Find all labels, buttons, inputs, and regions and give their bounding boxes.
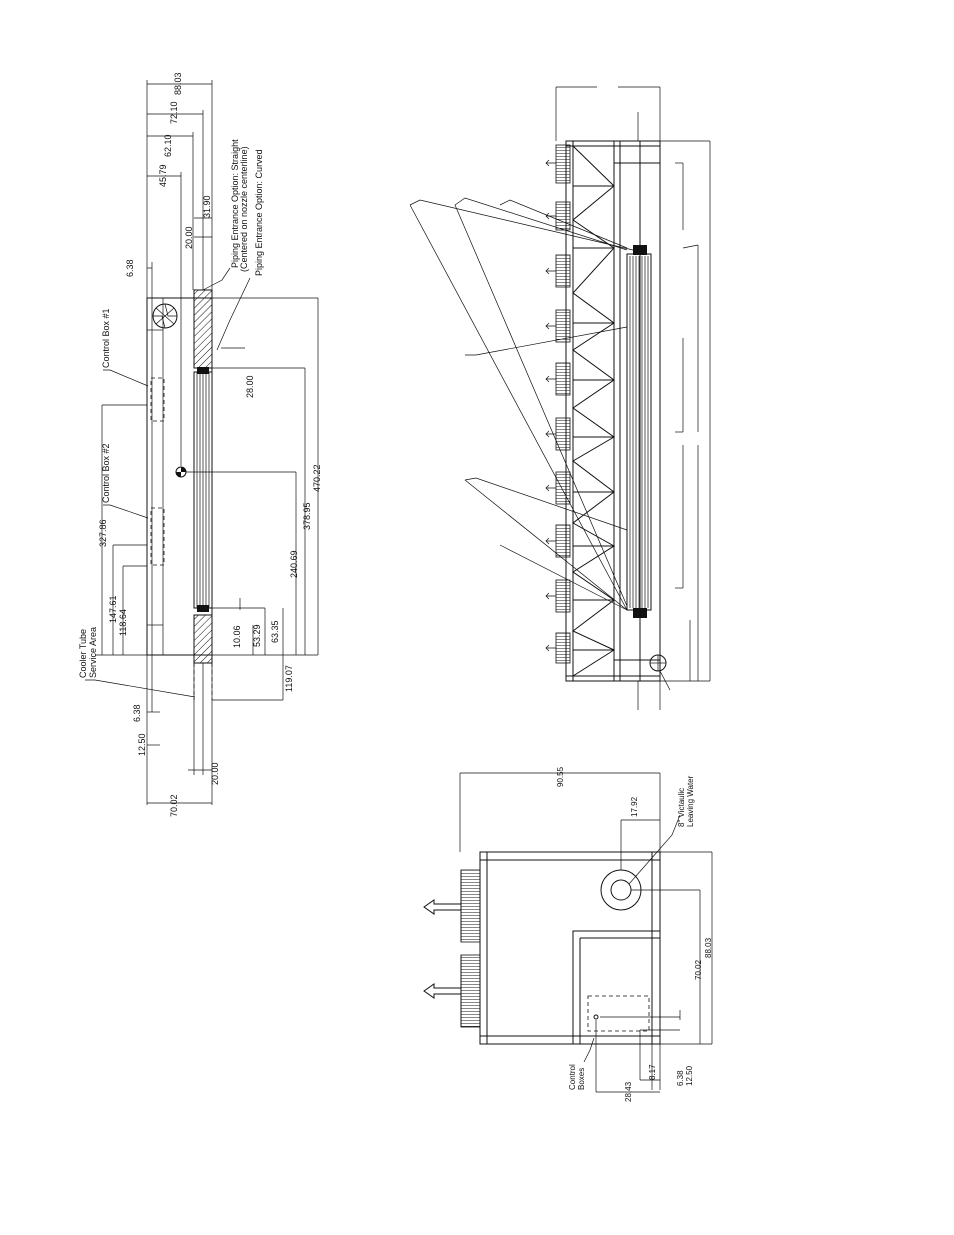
end-label-victaulic-line2: Leaving Water	[686, 775, 695, 827]
label-piping-curved: Piping Entrance Option: Curved	[254, 149, 264, 276]
dim-12-50: 12.50	[137, 733, 147, 756]
airflow-arrow-icons	[545, 159, 556, 652]
dim-119-07: 119.07	[284, 665, 294, 692]
end-dim-28-43: 28.43	[624, 1081, 633, 1102]
plan-view: 88.03 72.10 62.10 45.79 31.90 20.00 6.38…	[78, 72, 322, 817]
end-view-fan-coil-top	[460, 869, 481, 943]
end-label-control-boxes-line1: Control	[568, 1064, 577, 1090]
end-view-airflow-arrow-icons	[423, 899, 461, 999]
label-control-box-1: Control Box #1	[101, 308, 111, 368]
end-label-control-boxes-line2: Boxes	[577, 1068, 586, 1090]
side-elevation-view	[409, 86, 711, 710]
dim-72-10: 72.10	[169, 101, 179, 124]
center-of-gravity-icon	[175, 466, 187, 478]
fan-units	[555, 144, 571, 664]
cooler-barrel	[626, 245, 652, 618]
dim-53-29: 53.29	[252, 624, 262, 647]
end-view: 90.55 17.92 8" Victaulic Leaving Water 8…	[423, 766, 713, 1102]
dim-70-02: 70.02	[169, 794, 179, 817]
dim-118-64: 118.64	[118, 609, 128, 636]
dim-470-22: 470.22	[312, 464, 322, 492]
dim-378-95: 378.95	[302, 502, 312, 530]
dim-6-38-bottom: 6.38	[132, 704, 142, 722]
end-dim-17-92: 17.92	[630, 796, 639, 817]
hatched-section-top	[193, 289, 213, 369]
label-control-box-2: Control Box #2	[101, 443, 111, 503]
dim-63-35: 63.35	[270, 620, 280, 643]
dim-62-10: 62.10	[163, 134, 173, 157]
dim-20-00-bottom: 20.00	[210, 762, 220, 785]
end-view-outline	[479, 851, 661, 1045]
end-dim-12-50: 12.50	[685, 1065, 694, 1086]
hatched-section-bottom	[193, 614, 213, 664]
end-view-control-boxes-outline	[587, 995, 650, 1032]
end-dim-70-02: 70.02	[694, 959, 703, 980]
dim-6-38-top: 6.38	[125, 259, 135, 277]
end-view-fan-coil-bottom	[460, 954, 481, 1028]
label-cooler-tube-line1: Cooler Tube	[78, 629, 88, 678]
label-piping-straight-line1: Piping Entrance Option: Straight	[230, 139, 240, 268]
truss-diagonals	[572, 145, 616, 677]
dim-240-69: 240.69	[289, 550, 299, 578]
dim-147-61: 147.61	[108, 595, 118, 623]
label-cooler-tube-line2: Service Area	[88, 627, 98, 678]
control-box-1-outline	[150, 377, 165, 422]
control-box-2-outline	[150, 507, 165, 566]
dim-31-90: 31.90	[202, 195, 212, 218]
dim-20-00-top: 20.00	[184, 226, 194, 249]
fan-icon	[152, 303, 178, 329]
dim-45-79: 45.79	[158, 164, 168, 187]
dim-10-06: 10.06	[232, 625, 242, 648]
end-dim-90-55: 90.55	[556, 766, 565, 787]
end-dim-8-17: 8.17	[648, 1064, 657, 1080]
label-piping-straight-line2: (Centered on nozzle centerline)	[239, 146, 249, 272]
dim-28-00: 28.00	[245, 375, 255, 398]
end-dim-88-03: 88.03	[704, 937, 713, 958]
end-dim-6-38: 6.38	[676, 1070, 685, 1086]
dim-327-86: 327.86	[98, 519, 108, 547]
dim-88-03: 88.03	[173, 72, 183, 95]
elevation-frame	[565, 140, 661, 682]
end-label-victaulic-line1: 8" Victaulic	[677, 788, 686, 827]
cooler-tube-bundle	[193, 371, 213, 609]
